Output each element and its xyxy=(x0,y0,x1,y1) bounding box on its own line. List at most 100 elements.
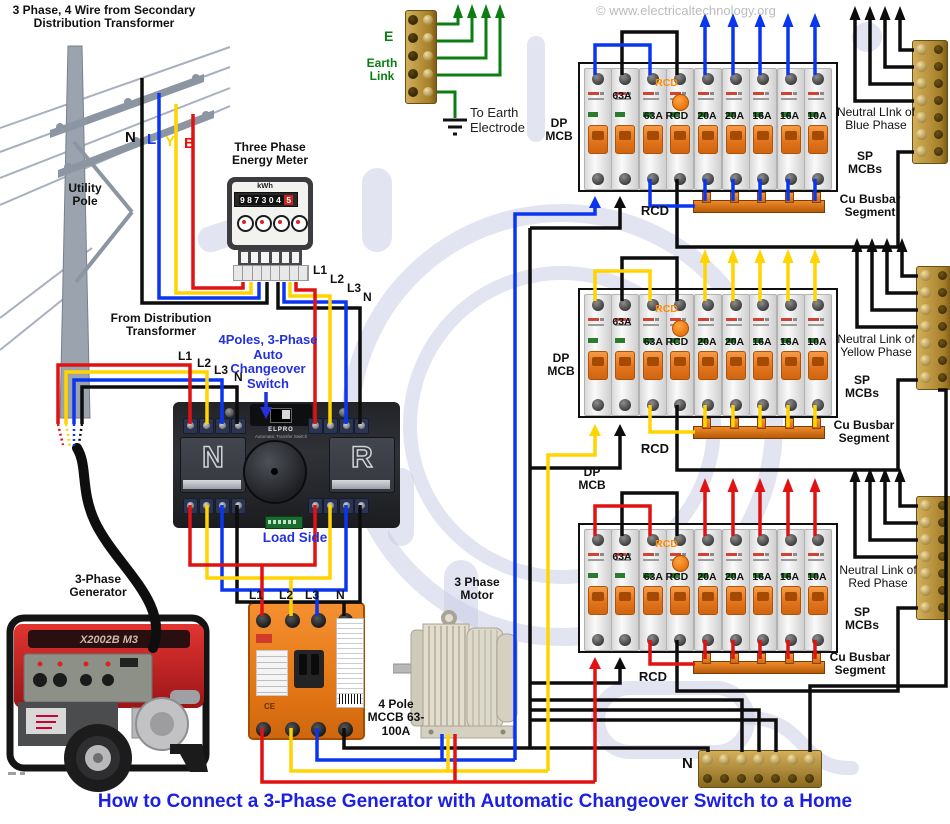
breaker-toggle xyxy=(615,351,635,380)
neutral-label-blue: Neutral LInk of Blue Phase xyxy=(836,105,916,133)
ats-band xyxy=(332,480,390,489)
neutral-busbar xyxy=(698,750,822,788)
generator: X2002B M3 xyxy=(6,614,210,792)
generator-label: 3-Phase Generator xyxy=(69,572,127,600)
breaker-toggle xyxy=(808,125,828,154)
breaker-toggle xyxy=(643,125,663,154)
ats-reserve-block: R xyxy=(329,437,395,493)
mccb-label: 4 Pole MCCB 63-100A xyxy=(367,697,425,738)
breaker-toggle xyxy=(725,586,746,615)
meter-dial xyxy=(255,215,272,232)
mccb-rating-label xyxy=(336,618,364,708)
page-title: How to Connect a 3-Phase Generator with … xyxy=(97,791,853,812)
ats-model: Automatic Transfer Switch xyxy=(254,434,308,439)
rcd-amp-label: 63A RCD xyxy=(643,571,689,583)
auto-changeover-switch: ELPRO Automatic Transfer Switch N R xyxy=(173,402,400,529)
breaker-toggle xyxy=(670,586,690,615)
utility-pole-label: Utility Pole xyxy=(68,181,102,209)
breaker-toggle xyxy=(753,125,773,154)
rcd-amp-label: 63A RCD xyxy=(643,110,689,122)
ats-rotary-knob xyxy=(243,440,307,504)
rcd-label-yellow: RCD xyxy=(640,441,670,456)
breaker-toggle xyxy=(588,351,608,380)
meter-terminal-cover xyxy=(238,250,302,265)
neutral-label-red: Neutral Link of Red Phase xyxy=(839,563,917,591)
dots-mark xyxy=(20,772,25,775)
sp-mcbs-label-blue: SP MCBs xyxy=(847,149,882,177)
mccb-logo xyxy=(256,634,272,643)
cu-busbar-red xyxy=(693,653,825,674)
changeover-label: 4Poles, 3-Phase Auto Changeover Switch xyxy=(218,332,318,391)
panel-red-phase: 63A RCD 63A RCD 20A 20A 16A 16A 10A xyxy=(578,523,838,653)
panel-yellow-phase: 63A RCD 63A RCD 20A 20A 16A 16A 10A xyxy=(578,288,838,418)
ats-normal-letter: N xyxy=(201,440,224,475)
dp-amp-label: 63A xyxy=(612,90,632,102)
breaker-toggle xyxy=(670,351,690,380)
breaker-toggle xyxy=(753,351,773,380)
breaker-toggle xyxy=(808,586,828,615)
utility-pole-art xyxy=(0,45,231,419)
meter-l3-label: L3 xyxy=(347,281,362,295)
dp-mcb-label-blue: DP MCB xyxy=(545,116,573,144)
ce-mark: CE xyxy=(264,702,276,711)
gen-l1-label: L1 xyxy=(178,349,193,363)
meter-dial xyxy=(237,215,254,232)
mccb-n-label: N xyxy=(336,588,345,602)
earth-e-label: E xyxy=(384,28,394,44)
breaker-toggle xyxy=(780,586,801,615)
rcd-label-red: RCD xyxy=(638,669,668,684)
breaker-toggle xyxy=(698,125,718,154)
busbar-label-yellow: Cu Busbar Segment xyxy=(833,418,895,446)
neutral-label-yellow: Neutral Link of Yellow Phase xyxy=(837,332,915,360)
meter-dial xyxy=(291,215,308,232)
dp-amp-label: 63A xyxy=(612,551,632,563)
rcd-tag: RCD xyxy=(655,303,678,315)
motor-label: 3 Phase Motor xyxy=(454,575,500,603)
mccb-breaker: CE xyxy=(248,602,365,740)
dots-mark xyxy=(8,772,16,775)
breaker-toggle xyxy=(753,586,773,615)
generator-model: X2002B M3 xyxy=(79,634,138,646)
neutral-busbar-label: N xyxy=(682,755,693,772)
breaker-toggle xyxy=(588,125,608,154)
breaker-toggle xyxy=(698,586,718,615)
cu-busbar-yellow xyxy=(693,418,825,439)
from-distribution-label: From Distribution Transformer xyxy=(110,311,212,339)
meter-unit: kWh xyxy=(257,181,273,190)
busbar-label-red: Cu Busbar Segment xyxy=(829,650,891,678)
neutral-link-red-phase xyxy=(916,496,950,620)
meter-last-digit: 5 xyxy=(284,194,294,205)
breaker-toggle xyxy=(643,586,663,615)
wire-letter-y: Y xyxy=(165,133,176,150)
neutral-link-yellow-phase xyxy=(916,266,950,390)
meter-n-label: N xyxy=(363,290,372,304)
wire-letter-n: N xyxy=(125,129,136,146)
cu-busbar-blue xyxy=(693,192,825,213)
earth-link-label: Earth Link xyxy=(366,56,398,84)
rcd-test-button xyxy=(672,320,689,337)
busbar-label-blue: Cu Busbar Segment xyxy=(839,192,901,220)
meter-l1-label: L1 xyxy=(313,263,328,277)
breaker-toggle xyxy=(643,351,663,380)
supply-heading: 3 Phase, 4 Wire from Secondary Distribut… xyxy=(12,3,196,31)
ats-brand: ELPRO xyxy=(268,427,294,433)
meter-l2-label: L2 xyxy=(330,272,345,286)
ats-load-terminal-strip xyxy=(265,516,303,529)
breaker-toggle xyxy=(615,125,635,154)
dp-amp-label: 63A xyxy=(612,316,632,328)
meter-digits: 987304 xyxy=(238,194,285,205)
ats-reserve-letter: R xyxy=(350,440,373,475)
meter-terminal-block xyxy=(233,265,309,281)
earth-electrode-label: To Earth Electrode xyxy=(470,105,525,135)
pole xyxy=(59,45,91,419)
ats-control-panel xyxy=(250,404,312,426)
panel-blue-phase: 63A RCD 63A RCD 20A 20A 16A 16A 10A xyxy=(578,62,838,192)
rcd-tag: RCD xyxy=(655,77,678,89)
meter-dial xyxy=(273,215,290,232)
ats-band xyxy=(183,480,241,489)
dp-mcb-label-red: DP MCB xyxy=(578,465,606,493)
breaker-toggle xyxy=(615,586,635,615)
mccb-l3-label: L3 xyxy=(305,588,320,602)
ats-mini-switch xyxy=(270,408,292,423)
